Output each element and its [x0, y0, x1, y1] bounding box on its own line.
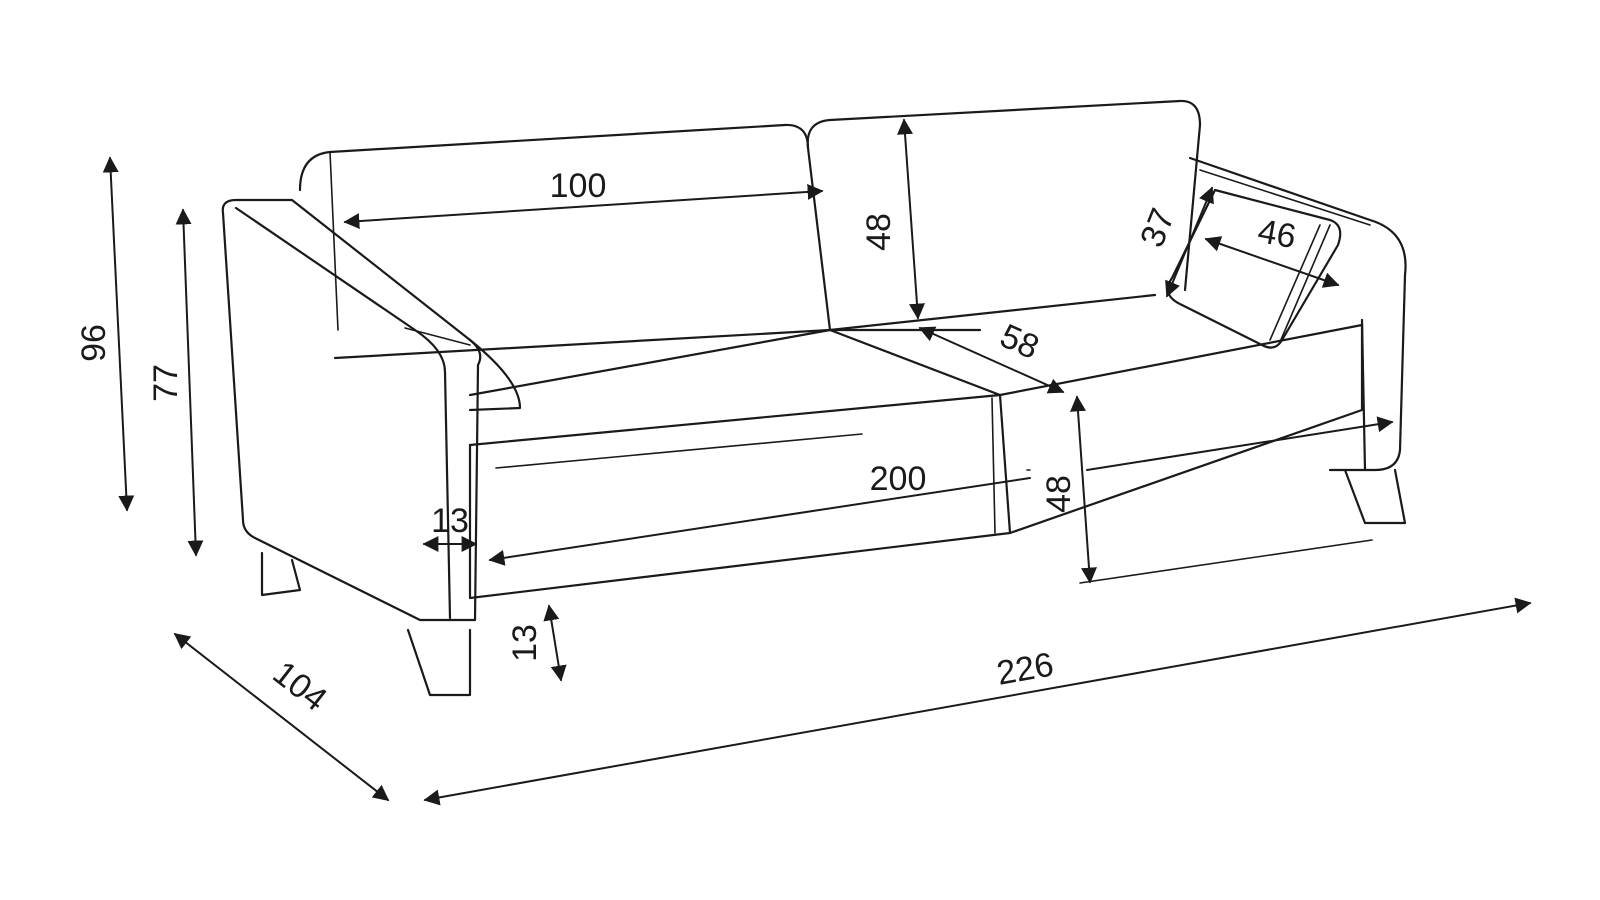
seat-width-guide-top — [495, 433, 863, 469]
arm-width-label: 13 — [431, 502, 469, 540]
seat-width-label: 200 — [870, 460, 927, 498]
seat-width-arrow — [488, 477, 1031, 566]
pillow-height-arrow — [1165, 186, 1214, 298]
arm-height-arrow — [175, 208, 204, 557]
leg-height-label: 13 — [506, 624, 544, 662]
seat-height-guide — [1079, 539, 1373, 584]
overall-height-label: 96 — [75, 324, 113, 362]
depth-arrow — [173, 633, 390, 801]
arm-height-label: 77 — [147, 364, 185, 402]
pillow-width-label: 46 — [1255, 212, 1299, 256]
seat-width-arrow-right — [1086, 416, 1394, 471]
dimension-lines — [102, 118, 1532, 806]
dimension-labels: 96 77 104 226 100 48 58 37 46 200 48 13 … — [75, 167, 1299, 719]
back-cushion-height-arrow — [897, 118, 925, 320]
overall-width-arrow — [423, 597, 1532, 806]
overall-height-arrow — [102, 156, 135, 512]
overall-width-label: 226 — [994, 646, 1056, 693]
depth-label: 104 — [266, 654, 334, 719]
back-cushion-width-label: 100 — [550, 167, 607, 205]
pillow-height-label: 37 — [1133, 203, 1182, 252]
back-cushion-height-label: 48 — [860, 213, 898, 251]
seat-height-label: 48 — [1040, 475, 1078, 513]
leg-height-arrow — [543, 604, 567, 682]
seat-height-arrow — [1070, 395, 1097, 584]
sofa-outline — [221, 99, 1407, 697]
seat-depth-label: 58 — [994, 317, 1044, 367]
pillow-width-arrow — [1204, 236, 1340, 288]
back-cushion-width-arrow — [343, 183, 824, 230]
seat-depth-arrow — [918, 326, 1065, 394]
